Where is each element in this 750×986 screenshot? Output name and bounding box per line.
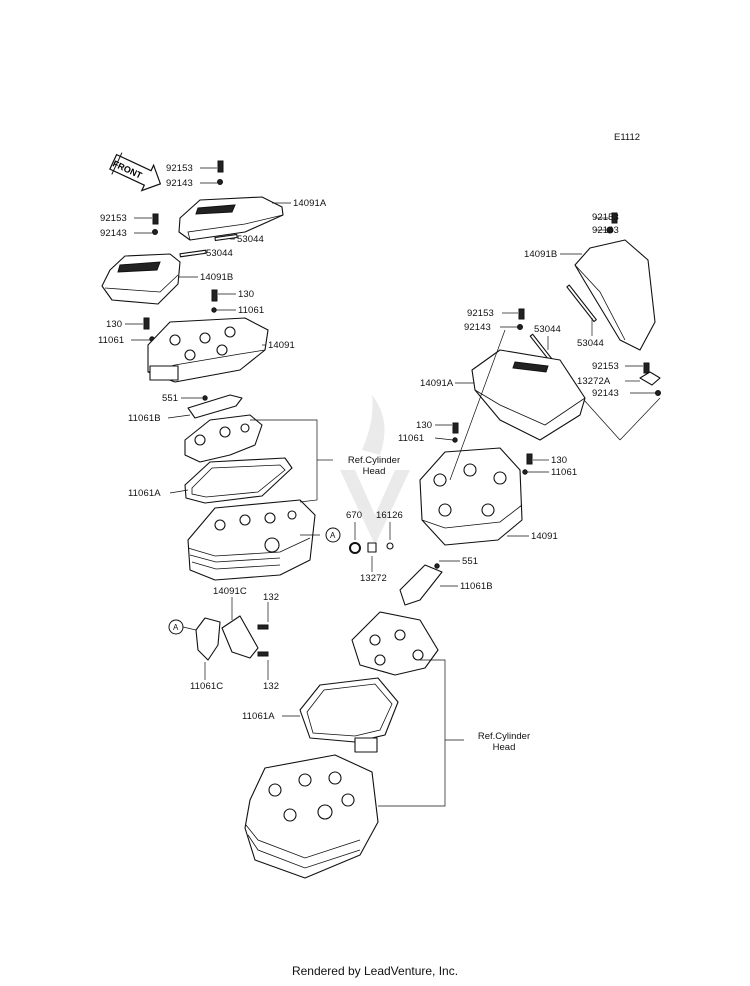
label-14091B-right: 14091B [524,249,558,260]
label-13272A: 13272A [577,376,611,387]
cylinder-head-right [244,754,379,879]
cover-14091C [221,615,259,659]
cover-14091-right [419,447,523,546]
front-arrow-icon: FRONT [109,152,162,192]
label-92153-left-top: 92153 [166,163,193,174]
label-551-right: 551 [462,556,479,567]
cover-14091B-right [574,239,656,351]
label-11061-right-a: 11061 [398,433,425,444]
label-14091C: 14091C [213,586,247,597]
label-14091A-left: 14091A [293,198,327,209]
label-132-bottom: 132 [263,681,280,692]
label-13272: 13272 [360,573,387,584]
label-53044-left-b: 53044 [206,248,233,259]
pin-53044-right-a [566,284,597,323]
label-92153-right-mid: 92153 [467,308,494,319]
callout-a-left: A [330,531,336,540]
label-92143-left-mid: 92143 [100,228,127,239]
label-14091A-right: 14091A [420,378,454,389]
clip-13272A [639,371,661,386]
cylinder-head-left [187,499,316,581]
label-11061-left-b: 11061 [98,335,125,346]
label-92153-left-mid: 92153 [100,213,127,224]
ref-bottom-line1: Ref.Cylinder [477,731,531,742]
label-92153-right-low: 92153 [592,361,619,372]
label-53044-left-a: 53044 [237,234,264,245]
gasket-11061B-left [187,394,243,419]
label-130-right-b: 130 [551,455,568,466]
label-551-left: 551 [162,393,179,404]
breather-assembly-right [351,611,439,676]
gasket-11061C [195,617,221,661]
ref-top-line2: Head [362,466,386,477]
label-670: 670 [346,510,363,521]
ref-cylinder-head-top: Ref.Cylinder Head [334,455,414,477]
ref-top-line1: Ref.Cylinder [347,455,401,466]
label-11061C: 11061C [190,681,224,692]
callout-a-left-marker [325,527,341,543]
label-130-left-b: 130 [106,319,123,330]
label-11061A-left: 11061A [128,488,161,499]
label-130-left-a: 130 [238,289,255,300]
label-53044-right-b: 53044 [534,324,561,335]
label-92143-right-low: 92143 [592,388,619,399]
pin-53044-left-a [214,233,238,242]
label-92143-right-mid: 92143 [464,322,491,333]
ref-bottom-line2: Head [492,742,516,753]
label-132-top: 132 [263,592,280,603]
cover-14091B-left [101,253,181,305]
label-11061B-left: 11061B [128,413,161,424]
ref-cylinder-head-bottom: Ref.Cylinder Head [464,731,544,753]
label-11061B-right: 11061B [460,581,493,592]
label-130-right-a: 130 [416,420,433,431]
label-92153-right-top: 92153 [592,212,619,223]
gasket-11061A-right [299,677,399,743]
leader-lines [125,167,661,807]
label-14091-left: 14091 [268,340,295,351]
label-92143-left-top: 92143 [166,178,193,189]
bolt-92153-left-top [217,160,224,173]
footer-credit: Rendered by LeadVenture, Inc. [291,964,459,978]
o-ring-670 [349,542,361,554]
pin-53044-left-b [179,249,207,258]
label-16126: 16126 [376,510,403,521]
label-14091-right: 14091 [531,531,558,542]
label-11061-left-a: 11061 [238,305,265,316]
label-53044-right-a: 53044 [577,338,604,349]
diagram-code: E1112 [614,132,641,143]
gasket-11061B-right [399,564,443,606]
nut-13272 [367,542,377,553]
label-14091B-left: 14091B [200,272,234,283]
washer-16126 [386,542,394,550]
washer-92143-left-top [217,179,223,185]
watermark-logo [340,395,410,545]
label-92143-right-top: 92143 [592,225,619,236]
callout-a-lower: A [173,623,179,632]
label-11061A-right: 11061A [242,711,275,722]
label-11061-right-b: 11061 [551,467,578,478]
gasket-11061A-left [184,457,293,504]
